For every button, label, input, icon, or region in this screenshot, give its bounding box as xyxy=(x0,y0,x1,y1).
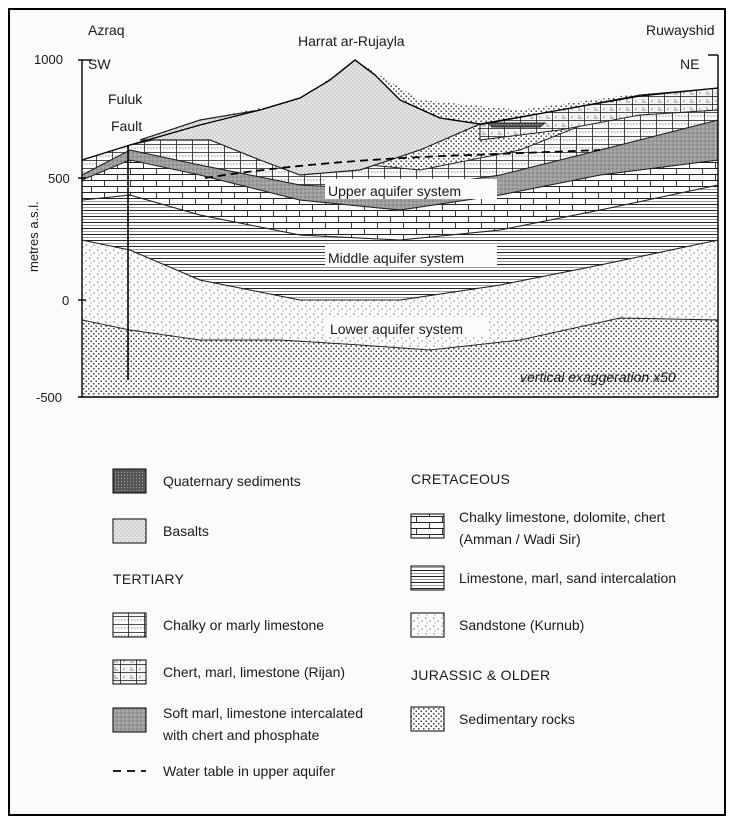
legend: Quaternary sediments Basalts TERTIARY Ch… xyxy=(112,468,676,779)
y-axis: 1000 500 0 -500 metres a.s.l. xyxy=(26,52,719,405)
legend-label-limestone-marl: Limestone, marl, sand intercalation xyxy=(459,570,676,586)
legend-swatch-rijan xyxy=(112,659,147,685)
legend-swatch-basalt xyxy=(112,518,147,544)
tick-label-500: 500 xyxy=(48,171,70,186)
legend-swatch-quaternary xyxy=(112,468,147,494)
legend-swatch-chalky-marly xyxy=(112,612,147,638)
y-axis-label: metres a.s.l. xyxy=(26,201,41,272)
legend-label-amman-2: (Amman / Wadi Sir) xyxy=(459,531,581,547)
legend-swatch-amman xyxy=(410,513,445,539)
surface-profile xyxy=(81,59,719,161)
legend-label-water-table: Water table in upper aquifer xyxy=(163,763,336,779)
legend-swatch-kurnub xyxy=(410,612,445,638)
label-exaggeration: vertical exaggeration x50 xyxy=(520,369,676,385)
label-sw: SW xyxy=(88,56,111,72)
legend-heading-cretaceous: CRETACEOUS xyxy=(411,471,510,487)
label-ne: NE xyxy=(680,56,699,72)
label-middle-aquifer: Middle aquifer system xyxy=(328,250,464,266)
layer-quaternary xyxy=(486,122,547,128)
section-layers xyxy=(81,59,719,395)
label-fuluk: Fuluk xyxy=(108,91,143,107)
label-ruwayshid: Ruwayshid xyxy=(646,22,714,38)
legend-label-kurnub: Sandstone (Kurnub) xyxy=(459,617,584,633)
legend-label-sedimentary: Sedimentary rocks xyxy=(459,711,575,727)
legend-heading-jurassic: JURASSIC & OLDER xyxy=(411,667,550,683)
label-fault: Fault xyxy=(111,118,142,134)
label-harrat: Harrat ar-Rujayla xyxy=(298,33,405,49)
legend-swatch-sedimentary xyxy=(410,706,445,732)
tick-label-0: 0 xyxy=(62,293,69,308)
legend-swatch-limestone-marl xyxy=(410,565,445,591)
legend-label-rijan: Chert, marl, limestone (Rijan) xyxy=(163,664,345,680)
legend-swatch-soft-marl xyxy=(112,707,147,733)
legend-label-amman-1: Chalky limestone, dolomite, chert xyxy=(459,509,665,525)
label-azraq: Azraq xyxy=(88,22,125,38)
legend-label-basalt: Basalts xyxy=(163,523,209,539)
legend-label-soft-marl-1: Soft marl, limestone intercalated xyxy=(163,705,363,721)
water-table-line xyxy=(204,149,601,179)
legend-label-quaternary: Quaternary sediments xyxy=(163,473,301,489)
legend-label-chalky-marly: Chalky or marly limestone xyxy=(163,617,324,633)
legend-heading-tertiary: TERTIARY xyxy=(113,571,184,587)
legend-label-soft-marl-2: with chert and phosphate xyxy=(162,727,320,743)
tick-label-minus500: -500 xyxy=(36,390,62,405)
label-upper-aquifer: Upper aquifer system xyxy=(328,183,461,199)
tick-label-1000: 1000 xyxy=(34,52,63,67)
label-lower-aquifer: Lower aquifer system xyxy=(330,321,463,337)
